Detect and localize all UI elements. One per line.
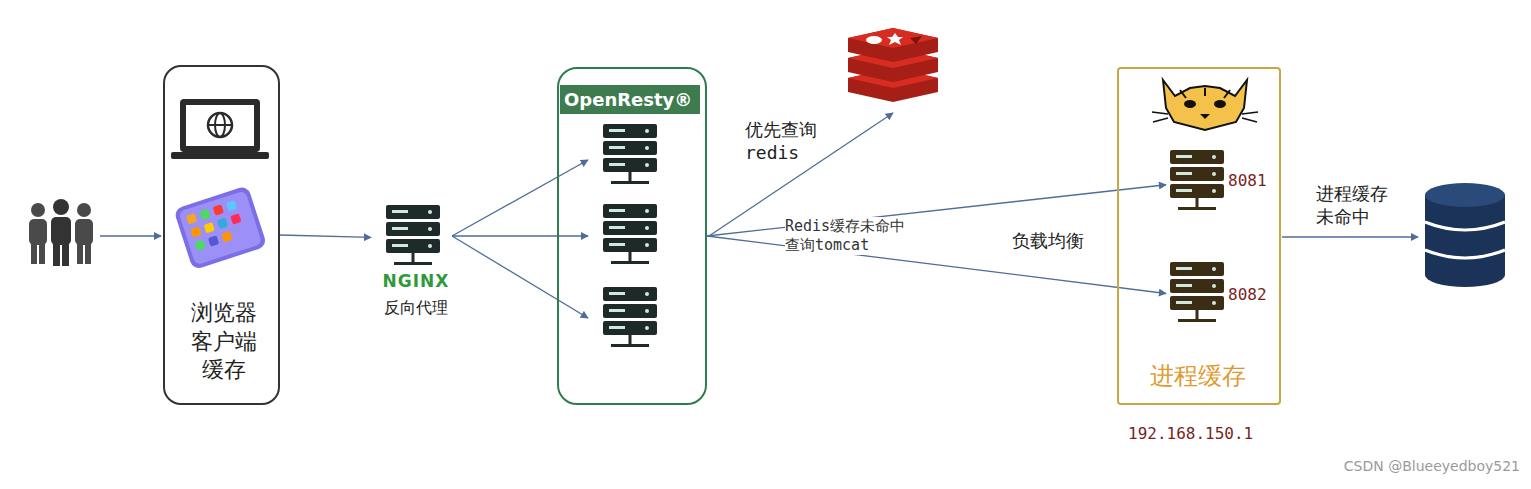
box-heading: OpenResty®	[560, 85, 700, 114]
redis-icon	[848, 28, 938, 102]
flow-arrow	[707, 236, 1166, 294]
nginx-server-icon	[386, 205, 440, 265]
phone-icon	[178, 190, 262, 265]
phone-icon	[230, 213, 241, 224]
edge-label: Redis缓存未命中 查询tomcat	[785, 217, 917, 255]
phone-icon	[208, 235, 219, 246]
laptop-icon	[180, 99, 260, 152]
tomcat-icon	[1163, 80, 1247, 130]
laptop-icon	[171, 99, 269, 159]
flow-arrow	[280, 235, 371, 237]
phone-icon	[199, 209, 210, 220]
users-icon	[53, 199, 69, 215]
users-icon	[31, 203, 45, 217]
phone-icon	[226, 200, 237, 211]
laptop-icon	[208, 124, 232, 126]
users-icon	[53, 240, 60, 266]
flow-arrow	[452, 160, 588, 236]
users-icon	[31, 240, 37, 264]
phone-icon	[173, 185, 267, 270]
tomcat-server-icon	[1170, 262, 1224, 322]
phone-icon	[190, 226, 201, 237]
openresty-server-icon	[603, 287, 657, 347]
users-icon	[85, 240, 91, 264]
database-icon	[1425, 183, 1505, 207]
tomcat-box: 进程缓存 8081 8082	[1117, 67, 1281, 405]
flow-arrow	[1282, 236, 1418, 237]
port-number: 8082	[1228, 285, 1274, 306]
users-icon	[77, 240, 83, 264]
phone-icon	[221, 231, 232, 242]
phone-icon	[173, 185, 267, 270]
arrow-label: 进程缓存 未命中	[1316, 182, 1396, 229]
watermark: CSDN @Blueeyedboy521	[1285, 457, 1520, 475]
client-box: 浏览器 客户端 缓存	[163, 65, 280, 405]
box-text: 浏览器 客户端 缓存	[178, 299, 269, 385]
server-node: 8081	[1167, 149, 1278, 214]
phone-icon	[213, 204, 224, 215]
tomcat-icon	[1152, 112, 1258, 122]
tomcat-icon	[1200, 114, 1210, 119]
logo-text: NGINX	[372, 270, 460, 292]
redis-icon	[866, 36, 882, 44]
phone-icon	[217, 218, 228, 229]
server-node: 8082	[1167, 261, 1278, 326]
ip-address: 192.168.150.1	[1128, 424, 1288, 445]
openresty-server-icon	[603, 204, 657, 264]
phone-icon	[186, 213, 197, 224]
box-caption: 进程缓存	[1119, 361, 1277, 392]
flow-arrow	[452, 236, 588, 318]
laptop-icon	[186, 105, 254, 146]
users-icon	[62, 240, 69, 266]
redis-icon	[848, 28, 938, 62]
redis-icon	[910, 36, 922, 44]
port-number: 8081	[1228, 171, 1274, 192]
tomcat-icon	[1214, 100, 1226, 108]
openresty-box: OpenResty®	[557, 67, 707, 405]
flow-arrow	[100, 113, 1418, 318]
redis-icon	[848, 28, 938, 48]
tomcat-icon	[1152, 80, 1258, 130]
flow-arrow	[707, 185, 1166, 236]
phone-icon	[204, 222, 215, 233]
database-icon	[1425, 222, 1505, 230]
users-icon	[77, 203, 91, 217]
tomcat-icon	[1184, 100, 1196, 108]
users-icon	[29, 199, 93, 266]
flow-arrow	[452, 235, 588, 236]
laptop-icon	[171, 152, 269, 159]
phone-icon	[195, 240, 206, 251]
proxy-node: NGINX 反向代理	[372, 200, 464, 325]
database-icon	[1425, 250, 1505, 258]
database-icon	[1425, 183, 1505, 287]
database-icon	[1425, 263, 1505, 287]
redis-icon	[887, 33, 903, 45]
arrow-label: 优先查询 redis	[745, 118, 829, 165]
tomcat-icon	[1180, 88, 1230, 98]
openresty-server-icon	[603, 124, 657, 184]
node-caption: 反向代理	[372, 298, 460, 319]
flow-arrow	[100, 235, 161, 236]
laptop-icon	[208, 113, 232, 137]
users-icon	[39, 240, 45, 264]
arrow-label: 负载均衡	[1012, 229, 1102, 252]
tomcat-server-icon	[1170, 150, 1224, 210]
